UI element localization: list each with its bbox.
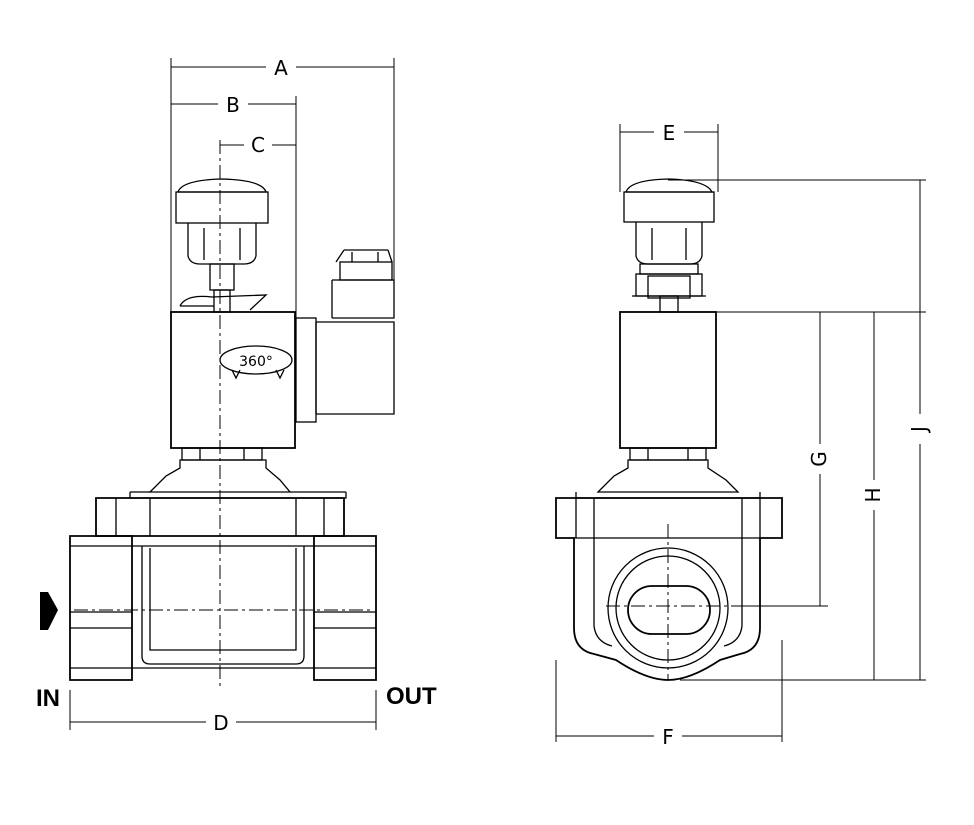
side-bonnet (575, 447, 761, 499)
side-coil (619, 311, 717, 449)
coil-block: 360° (170, 249, 395, 449)
side-body (555, 497, 783, 681)
dimension-g-label: G (807, 451, 831, 467)
dimension-j-label: J (907, 426, 931, 434)
front-view: 360° (36, 140, 437, 712)
dimension-b-label: B (226, 93, 240, 117)
side-dimensions: E F G H J (555, 121, 931, 749)
dimension-e-label: E (663, 121, 676, 145)
dimension-f-label: F (662, 725, 674, 749)
coil-rotation-label: 360° (239, 354, 273, 370)
dimension-h-label: H (861, 487, 885, 502)
side-view (555, 178, 783, 681)
front-knob (175, 178, 269, 313)
inlet-label: IN (36, 685, 60, 712)
dimension-c-label: C (251, 133, 265, 157)
front-dimensions: A B C D (69, 56, 395, 735)
front-body (69, 497, 377, 681)
dimension-a-label: A (274, 56, 288, 80)
front-bonnet (129, 447, 347, 499)
dimension-d-label: D (213, 711, 228, 735)
outlet-label: OUT (386, 683, 437, 710)
flow-arrow-icon (40, 592, 58, 630)
side-knob (623, 178, 715, 313)
retaining-clip (179, 294, 268, 311)
